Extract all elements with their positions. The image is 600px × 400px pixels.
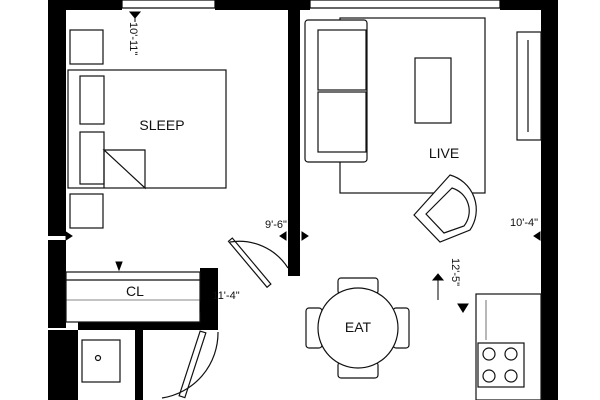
coffee-table	[414, 57, 452, 124]
bedroom-door-leaf	[227, 237, 272, 289]
dim-label-sleep-depth: 9'-6"	[265, 219, 287, 231]
top-wall-middle	[215, 0, 310, 10]
right-wall	[541, 0, 558, 400]
left-wall-lower	[48, 330, 78, 400]
dimension-markers	[65, 11, 541, 313]
dining-set	[305, 277, 410, 379]
doors	[161, 237, 289, 399]
nightstand-top	[69, 29, 104, 65]
closet-wall	[200, 268, 218, 330]
living-furniture	[304, 17, 542, 243]
nightstand-bottom	[69, 193, 104, 229]
bath-door-leaf	[178, 330, 207, 399]
top-wall-right	[500, 0, 558, 10]
sofa-cushion-top	[317, 29, 367, 91]
bath	[81, 339, 121, 383]
pillow-bottom	[79, 131, 105, 185]
bath-sink	[81, 339, 121, 383]
burner-2	[504, 347, 518, 361]
bed-sheet-fold	[102, 149, 146, 190]
burner-1	[482, 347, 496, 361]
room-label-sleep: SLEEP	[139, 117, 184, 133]
bedroom-living-partition	[288, 0, 300, 276]
bedroom-window	[121, 0, 216, 9]
dim-label-sleep-width: 10'-11"	[127, 22, 139, 55]
bedroom-furniture	[67, 29, 227, 229]
burner-4	[504, 369, 518, 383]
dining-table	[317, 287, 399, 369]
bath-side-wall	[135, 330, 143, 400]
left-wall-upper	[48, 0, 66, 236]
bath-door-swing	[161, 331, 219, 399]
tv-console	[516, 31, 542, 141]
closet	[65, 271, 201, 323]
kitchen	[475, 293, 542, 400]
pillow-top	[79, 75, 105, 125]
bedroom-door-swing	[229, 240, 289, 269]
living-window	[309, 0, 501, 9]
room-label-closet: CL	[126, 283, 144, 299]
dim-label-closet-width: 11'-4"	[212, 290, 239, 302]
room-label-live: LIVE	[429, 145, 459, 161]
dim-label-eat-width: 12'-5"	[449, 258, 461, 286]
top-wall-left	[48, 0, 122, 10]
burner-3	[482, 369, 496, 383]
windows	[121, 0, 501, 9]
walls	[48, 0, 558, 400]
bath-top-wall	[78, 322, 218, 330]
room-label-eat: EAT	[345, 319, 372, 335]
left-wall-middle	[48, 240, 66, 328]
sofa-cushion-bottom	[317, 91, 367, 153]
dim-label-live-width: 10'-4"	[510, 217, 538, 229]
